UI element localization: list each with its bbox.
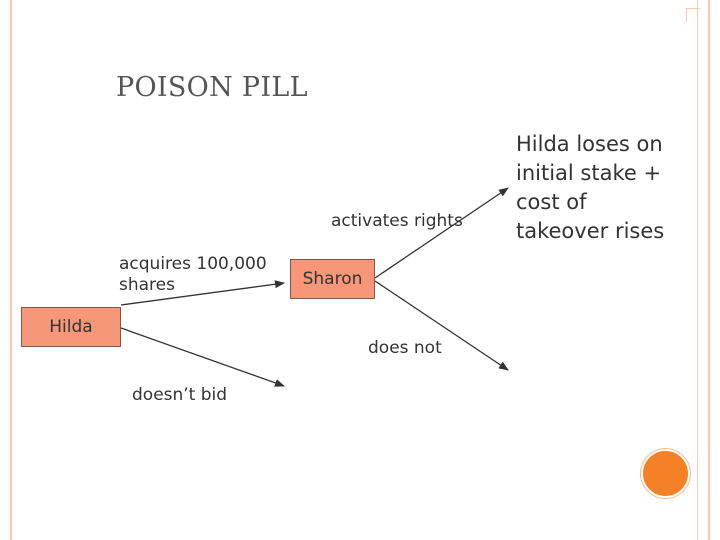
frame-left-line (10, 0, 12, 540)
node-sharon: Sharon (290, 259, 375, 299)
node-sharon-label: Sharon (302, 269, 363, 289)
frame-corner-side (686, 8, 687, 22)
arrow-sharon-does-not (374, 280, 509, 371)
node-hilda: Hilda (21, 307, 121, 347)
decorative-orange-circle (641, 449, 690, 498)
outcome-line2: initial stake + (516, 161, 662, 185)
edge-label-does-not: does not (368, 338, 442, 358)
frame-corner-top (686, 8, 700, 9)
edge-label-acquires: acquires 100,000 shares (119, 254, 267, 296)
slide-title: POISON PILL (116, 72, 308, 103)
arrow-hilda-to-sharon (120, 280, 285, 306)
outcome-text: Hilda loses on initial stake + cost of t… (516, 130, 664, 246)
outcome-line4: takeover rises (516, 219, 665, 243)
edge-label-doesnt-bid: doesn’t bid (132, 385, 228, 405)
edge-label-acquires-line1: acquires 100,000 (119, 254, 267, 274)
edge-label-activates-rights: activates rights (331, 211, 463, 231)
outcome-line3: cost of (516, 190, 587, 214)
frame-right-line-inner (697, 0, 698, 540)
node-hilda-label: Hilda (49, 317, 93, 337)
arrow-hilda-doesnt-bid (120, 327, 285, 387)
outcome-line1: Hilda loses on (516, 132, 663, 156)
arrow-sharon-activates (374, 187, 509, 279)
frame-right-line-outer (708, 0, 710, 540)
edge-label-acquires-line2: shares (119, 275, 175, 295)
